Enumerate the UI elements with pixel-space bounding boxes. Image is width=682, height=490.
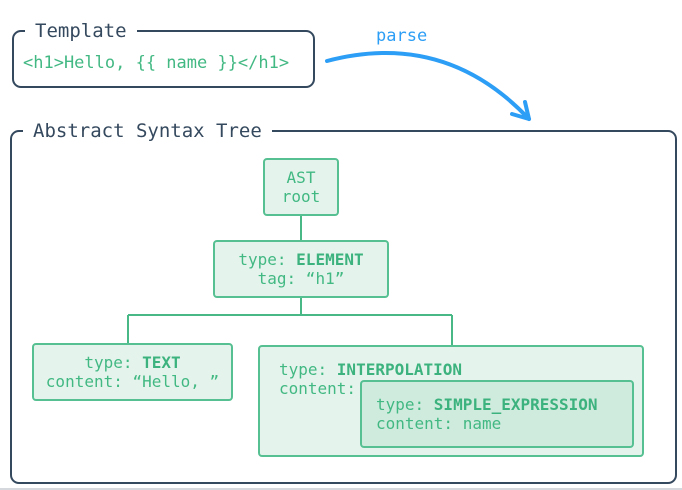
text-node-type-line: type: TEXT (84, 353, 181, 372)
ast-box-label: Abstract Syntax Tree (23, 118, 272, 144)
element-node-tag-line: tag: “h1” (257, 269, 345, 288)
parse-label: parse (376, 26, 428, 46)
element-node-type-line: type: ELEMENT (238, 250, 364, 269)
ast-box: Abstract Syntax Tree (10, 118, 677, 484)
interpolation-node-content-key: content: (279, 379, 357, 398)
page-bottom-edge (0, 488, 682, 490)
interpolation-node-type-line: type: INTERPOLATION (279, 360, 463, 379)
template-box-label: Template (25, 18, 137, 44)
simple-expression-type-line: type: SIMPLE_EXPRESSION (376, 395, 598, 414)
template-box: Template <h1>Hello, {{ name }}</h1> (12, 18, 315, 88)
template-code: <h1>Hello, {{ name }}</h1> (23, 53, 290, 73)
ast-root-line2: root (281, 187, 321, 206)
text-node-content-line: content: “Hello, ” (45, 372, 220, 391)
ast-root-line1: AST (286, 168, 316, 187)
simple-expression-content-line: content: name (376, 414, 502, 433)
